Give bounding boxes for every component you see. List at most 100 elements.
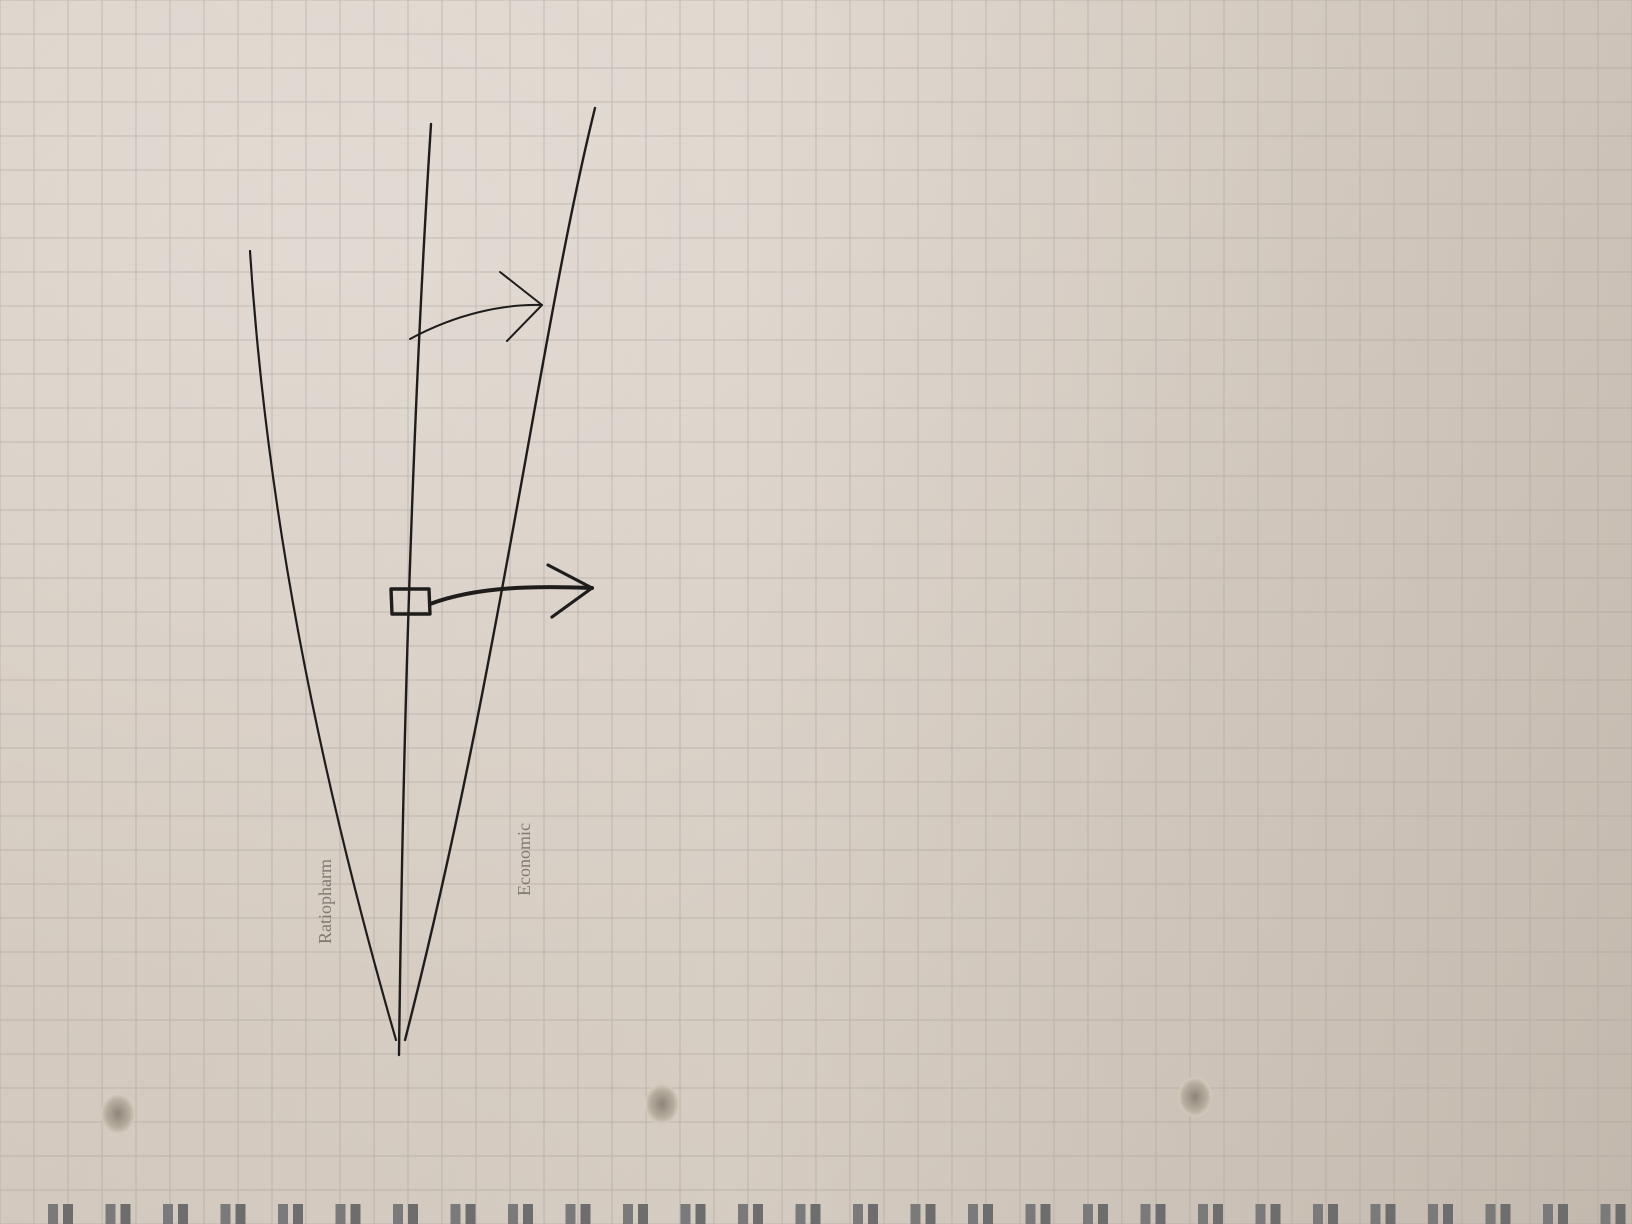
spiral-coil bbox=[278, 1204, 303, 1224]
spiral-coil-segment bbox=[1255, 1204, 1266, 1224]
spiral-coil bbox=[910, 1204, 936, 1224]
spiral-coil-segment bbox=[1155, 1204, 1166, 1224]
spiral-coil-segment bbox=[738, 1204, 748, 1224]
spiral-coil bbox=[795, 1204, 821, 1224]
spiral-coil-segment bbox=[63, 1204, 73, 1224]
spiral-coil bbox=[1140, 1204, 1166, 1224]
spiral-coil-segment bbox=[105, 1204, 116, 1224]
spiral-coil-segment bbox=[293, 1204, 303, 1224]
spiral-coil bbox=[1485, 1204, 1511, 1224]
spiral-coil-segment bbox=[1485, 1204, 1496, 1224]
spiral-coil-segment bbox=[1098, 1204, 1108, 1224]
spiral-coil-segment bbox=[1313, 1204, 1323, 1224]
spiral-coil-segment bbox=[393, 1204, 403, 1224]
spiral-coil bbox=[1600, 1204, 1626, 1224]
spiral-coil-segment bbox=[868, 1204, 878, 1224]
spiral-coil-segment bbox=[1328, 1204, 1338, 1224]
spiral-coil-segment bbox=[48, 1204, 58, 1224]
spiral-coil-segment bbox=[1558, 1204, 1568, 1224]
spiral-coil-segment bbox=[1083, 1204, 1093, 1224]
spiral-coil-segment bbox=[120, 1204, 131, 1224]
spiral-coil-segment bbox=[1385, 1204, 1396, 1224]
spiral-coil bbox=[623, 1204, 648, 1224]
spiral-coil-segment bbox=[1270, 1204, 1281, 1224]
spiral-coil-segment bbox=[1040, 1204, 1051, 1224]
spiral-coil-segment bbox=[1025, 1204, 1036, 1224]
right-curve bbox=[403, 106, 597, 1042]
spiral-coil bbox=[565, 1204, 591, 1224]
spiral-coil-segment bbox=[1500, 1204, 1511, 1224]
spiral-coil-segment bbox=[220, 1204, 231, 1224]
spiral-coil bbox=[450, 1204, 476, 1224]
spiral-coil-segment bbox=[695, 1204, 706, 1224]
upper-arrow-head bbox=[499, 271, 543, 342]
spiral-coil-segment bbox=[1213, 1204, 1223, 1224]
spiral-coil bbox=[220, 1204, 246, 1224]
spiral-coil-segment bbox=[1600, 1204, 1611, 1224]
spiral-coil bbox=[1428, 1204, 1453, 1224]
spiral-coil-segment bbox=[1543, 1204, 1553, 1224]
punch-hole-middle bbox=[645, 1084, 679, 1124]
spiral-coil-segment bbox=[408, 1204, 418, 1224]
ink-drawing bbox=[248, 106, 597, 1057]
left-curve bbox=[248, 249, 398, 1042]
spiral-coil-segment bbox=[1428, 1204, 1438, 1224]
spiral-binding bbox=[48, 1204, 1626, 1224]
spiral-coil bbox=[680, 1204, 706, 1224]
spiral-coil bbox=[1025, 1204, 1051, 1224]
spiral-coil-segment bbox=[753, 1204, 763, 1224]
spiral-coil-segment bbox=[810, 1204, 821, 1224]
spiral-coil-segment bbox=[178, 1204, 188, 1224]
spiral-coil-segment bbox=[968, 1204, 978, 1224]
spiral-coil-segment bbox=[450, 1204, 461, 1224]
punch-hole-right bbox=[1178, 1077, 1212, 1117]
spiral-coil bbox=[508, 1204, 533, 1224]
spiral-coil-segment bbox=[925, 1204, 936, 1224]
spiral-coil-segment bbox=[1370, 1204, 1381, 1224]
handwritten-label-left: Ratiopharm bbox=[315, 859, 335, 944]
spiral-coil-segment bbox=[465, 1204, 476, 1224]
spiral-coil-segment bbox=[1198, 1204, 1208, 1224]
spiral-coil-segment bbox=[508, 1204, 518, 1224]
spiral-coil-segment bbox=[580, 1204, 591, 1224]
spiral-coil-segment bbox=[523, 1204, 533, 1224]
spiral-coil bbox=[105, 1204, 131, 1224]
spiral-coil bbox=[163, 1204, 188, 1224]
spiral-coil bbox=[968, 1204, 993, 1224]
middle-line bbox=[397, 122, 433, 1057]
spiral-coil bbox=[1370, 1204, 1396, 1224]
spiral-coil bbox=[335, 1204, 361, 1224]
spiral-coil-segment bbox=[983, 1204, 993, 1224]
spiral-coil-segment bbox=[1140, 1204, 1151, 1224]
pencil-labels: Ratiopharm Economic bbox=[315, 823, 534, 944]
spiral-coil-segment bbox=[163, 1204, 173, 1224]
spiral-coil-segment bbox=[910, 1204, 921, 1224]
lower-arrow-head bbox=[546, 563, 594, 619]
punch-hole-left bbox=[101, 1094, 135, 1134]
spiral-coil-segment bbox=[680, 1204, 691, 1224]
spiral-coil-segment bbox=[565, 1204, 576, 1224]
spiral-coil bbox=[1198, 1204, 1223, 1224]
spiral-coil bbox=[1543, 1204, 1568, 1224]
spiral-coil-segment bbox=[1615, 1204, 1626, 1224]
spiral-coil-segment bbox=[235, 1204, 246, 1224]
spiral-coil-segment bbox=[350, 1204, 361, 1224]
spiral-coil bbox=[48, 1204, 73, 1224]
spiral-coil bbox=[853, 1204, 878, 1224]
spiral-coil bbox=[393, 1204, 418, 1224]
spiral-coil-segment bbox=[795, 1204, 806, 1224]
upper-arrow-shaft bbox=[409, 303, 543, 340]
spiral-coil-segment bbox=[278, 1204, 288, 1224]
spiral-coil bbox=[1255, 1204, 1281, 1224]
start-rectangle bbox=[389, 587, 432, 616]
spiral-coil bbox=[1313, 1204, 1338, 1224]
spiral-coil-segment bbox=[623, 1204, 633, 1224]
handwritten-label-right: Economic bbox=[514, 823, 534, 896]
spiral-coil bbox=[738, 1204, 763, 1224]
lower-arrow-shaft bbox=[428, 585, 594, 606]
spiral-coil-segment bbox=[335, 1204, 346, 1224]
